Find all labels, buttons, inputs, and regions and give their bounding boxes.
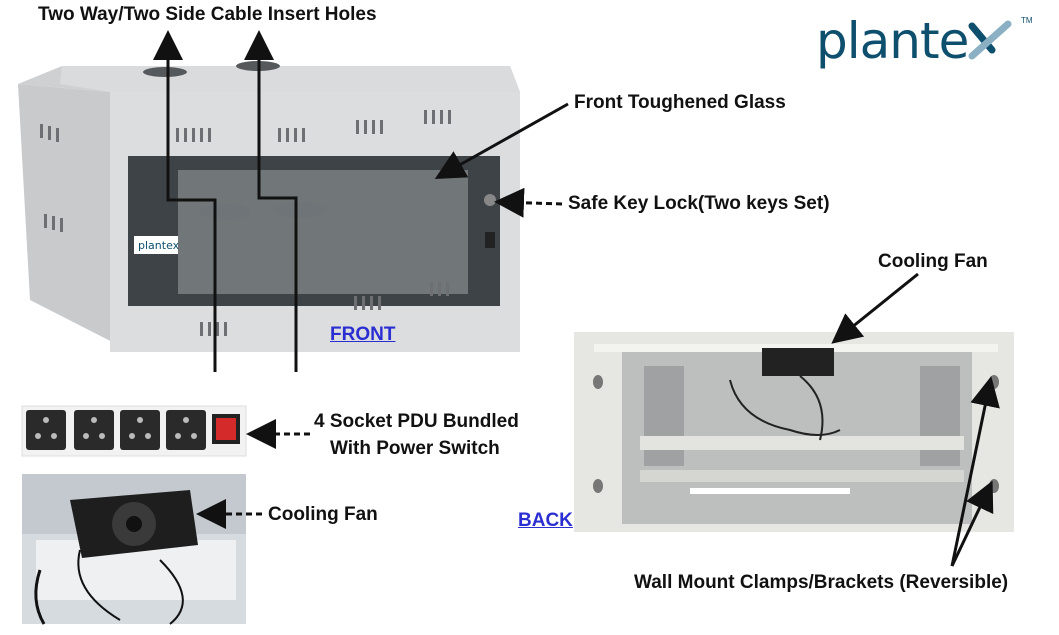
front-cabinet-image [18, 61, 520, 352]
logo-x-mark [968, 20, 1012, 60]
back-cabinet-image [574, 332, 1014, 532]
front-link[interactable]: FRONT [330, 324, 396, 345]
label-front-toughened-glass: Front Toughened Glass [574, 92, 786, 113]
label-wall-mount-brackets: Wall Mount Clamps/Brackets (Reversible) [634, 572, 1009, 593]
label-cable-insert-holes: Two Way/Two Side Cable Insert Holes [38, 4, 377, 25]
label-pdu-line2: With Power Switch [330, 438, 500, 459]
label-cooling-fan-back: Cooling Fan [878, 251, 988, 272]
label-safe-key-lock: Safe Key Lock(Two keys Set) [568, 193, 830, 214]
label-pdu-line1: 4 Socket PDU Bundled [314, 411, 519, 432]
brand-logo: plante TM [816, 8, 1036, 70]
pdu-image [21, 405, 247, 457]
back-link[interactable]: BACK [518, 510, 573, 531]
cooling-fan-photo [22, 474, 246, 625]
label-cooling-fan-front: Cooling Fan [268, 504, 378, 525]
logo-text: plante [816, 12, 969, 70]
cabinet-badge-text: plantex [138, 239, 180, 252]
trademark-mark: TM [1021, 16, 1033, 25]
callout-arrows [153, 30, 1000, 567]
